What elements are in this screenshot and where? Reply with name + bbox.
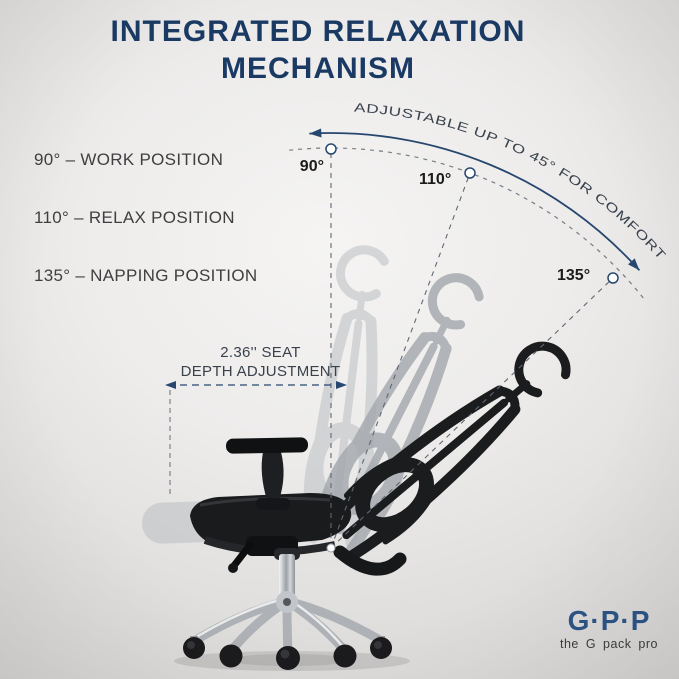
recline-dashed-arc xyxy=(289,147,647,303)
position-label-work: 90° – WORK POSITION xyxy=(34,150,224,169)
seat-depth-line2: DEPTH ADJUSTMENT xyxy=(180,363,341,380)
base-star xyxy=(191,591,385,659)
casters xyxy=(183,636,392,670)
seat-depth-caption: 2.36'' SEAT DEPTH ADJUSTMENT xyxy=(150,343,371,381)
angle-marker-90 xyxy=(325,143,337,155)
brand-logo-tagline: the G pack pro xyxy=(560,637,658,651)
angle-marker-110 xyxy=(464,167,476,179)
gas-lift xyxy=(274,548,300,604)
angle-callout-90: 90° xyxy=(299,158,324,175)
page-title: INTEGRATED RELAXATION MECHANISM xyxy=(0,13,636,87)
angle-callout-110: 110° xyxy=(419,171,452,188)
position-label-relax: 110° – RELAX POSITION xyxy=(34,208,235,227)
page-title-line1: INTEGRATED RELAXATION xyxy=(110,15,526,48)
brand-logo-text: G·P·P xyxy=(567,605,651,636)
seat-depth-measure xyxy=(165,381,347,497)
recline-range-label: ADJUSTABLE UP TO 45° FOR COMFORT xyxy=(354,101,669,263)
armrest xyxy=(226,437,309,510)
pivot-point xyxy=(326,543,336,553)
angle-marker-135 xyxy=(607,272,619,284)
page-title-line2: MECHANISM xyxy=(221,52,415,85)
angle-callout-135: 135° xyxy=(557,267,591,284)
backrest-foot xyxy=(333,545,407,576)
position-label-napping: 135° – NAPPING POSITION xyxy=(34,266,258,285)
radial-line-110 xyxy=(330,172,471,549)
brand-logo: G·P·P the G pack pro xyxy=(556,605,662,652)
seat-depth-line1: 2.36'' SEAT xyxy=(220,344,301,361)
recline-range-arrow xyxy=(309,128,641,271)
